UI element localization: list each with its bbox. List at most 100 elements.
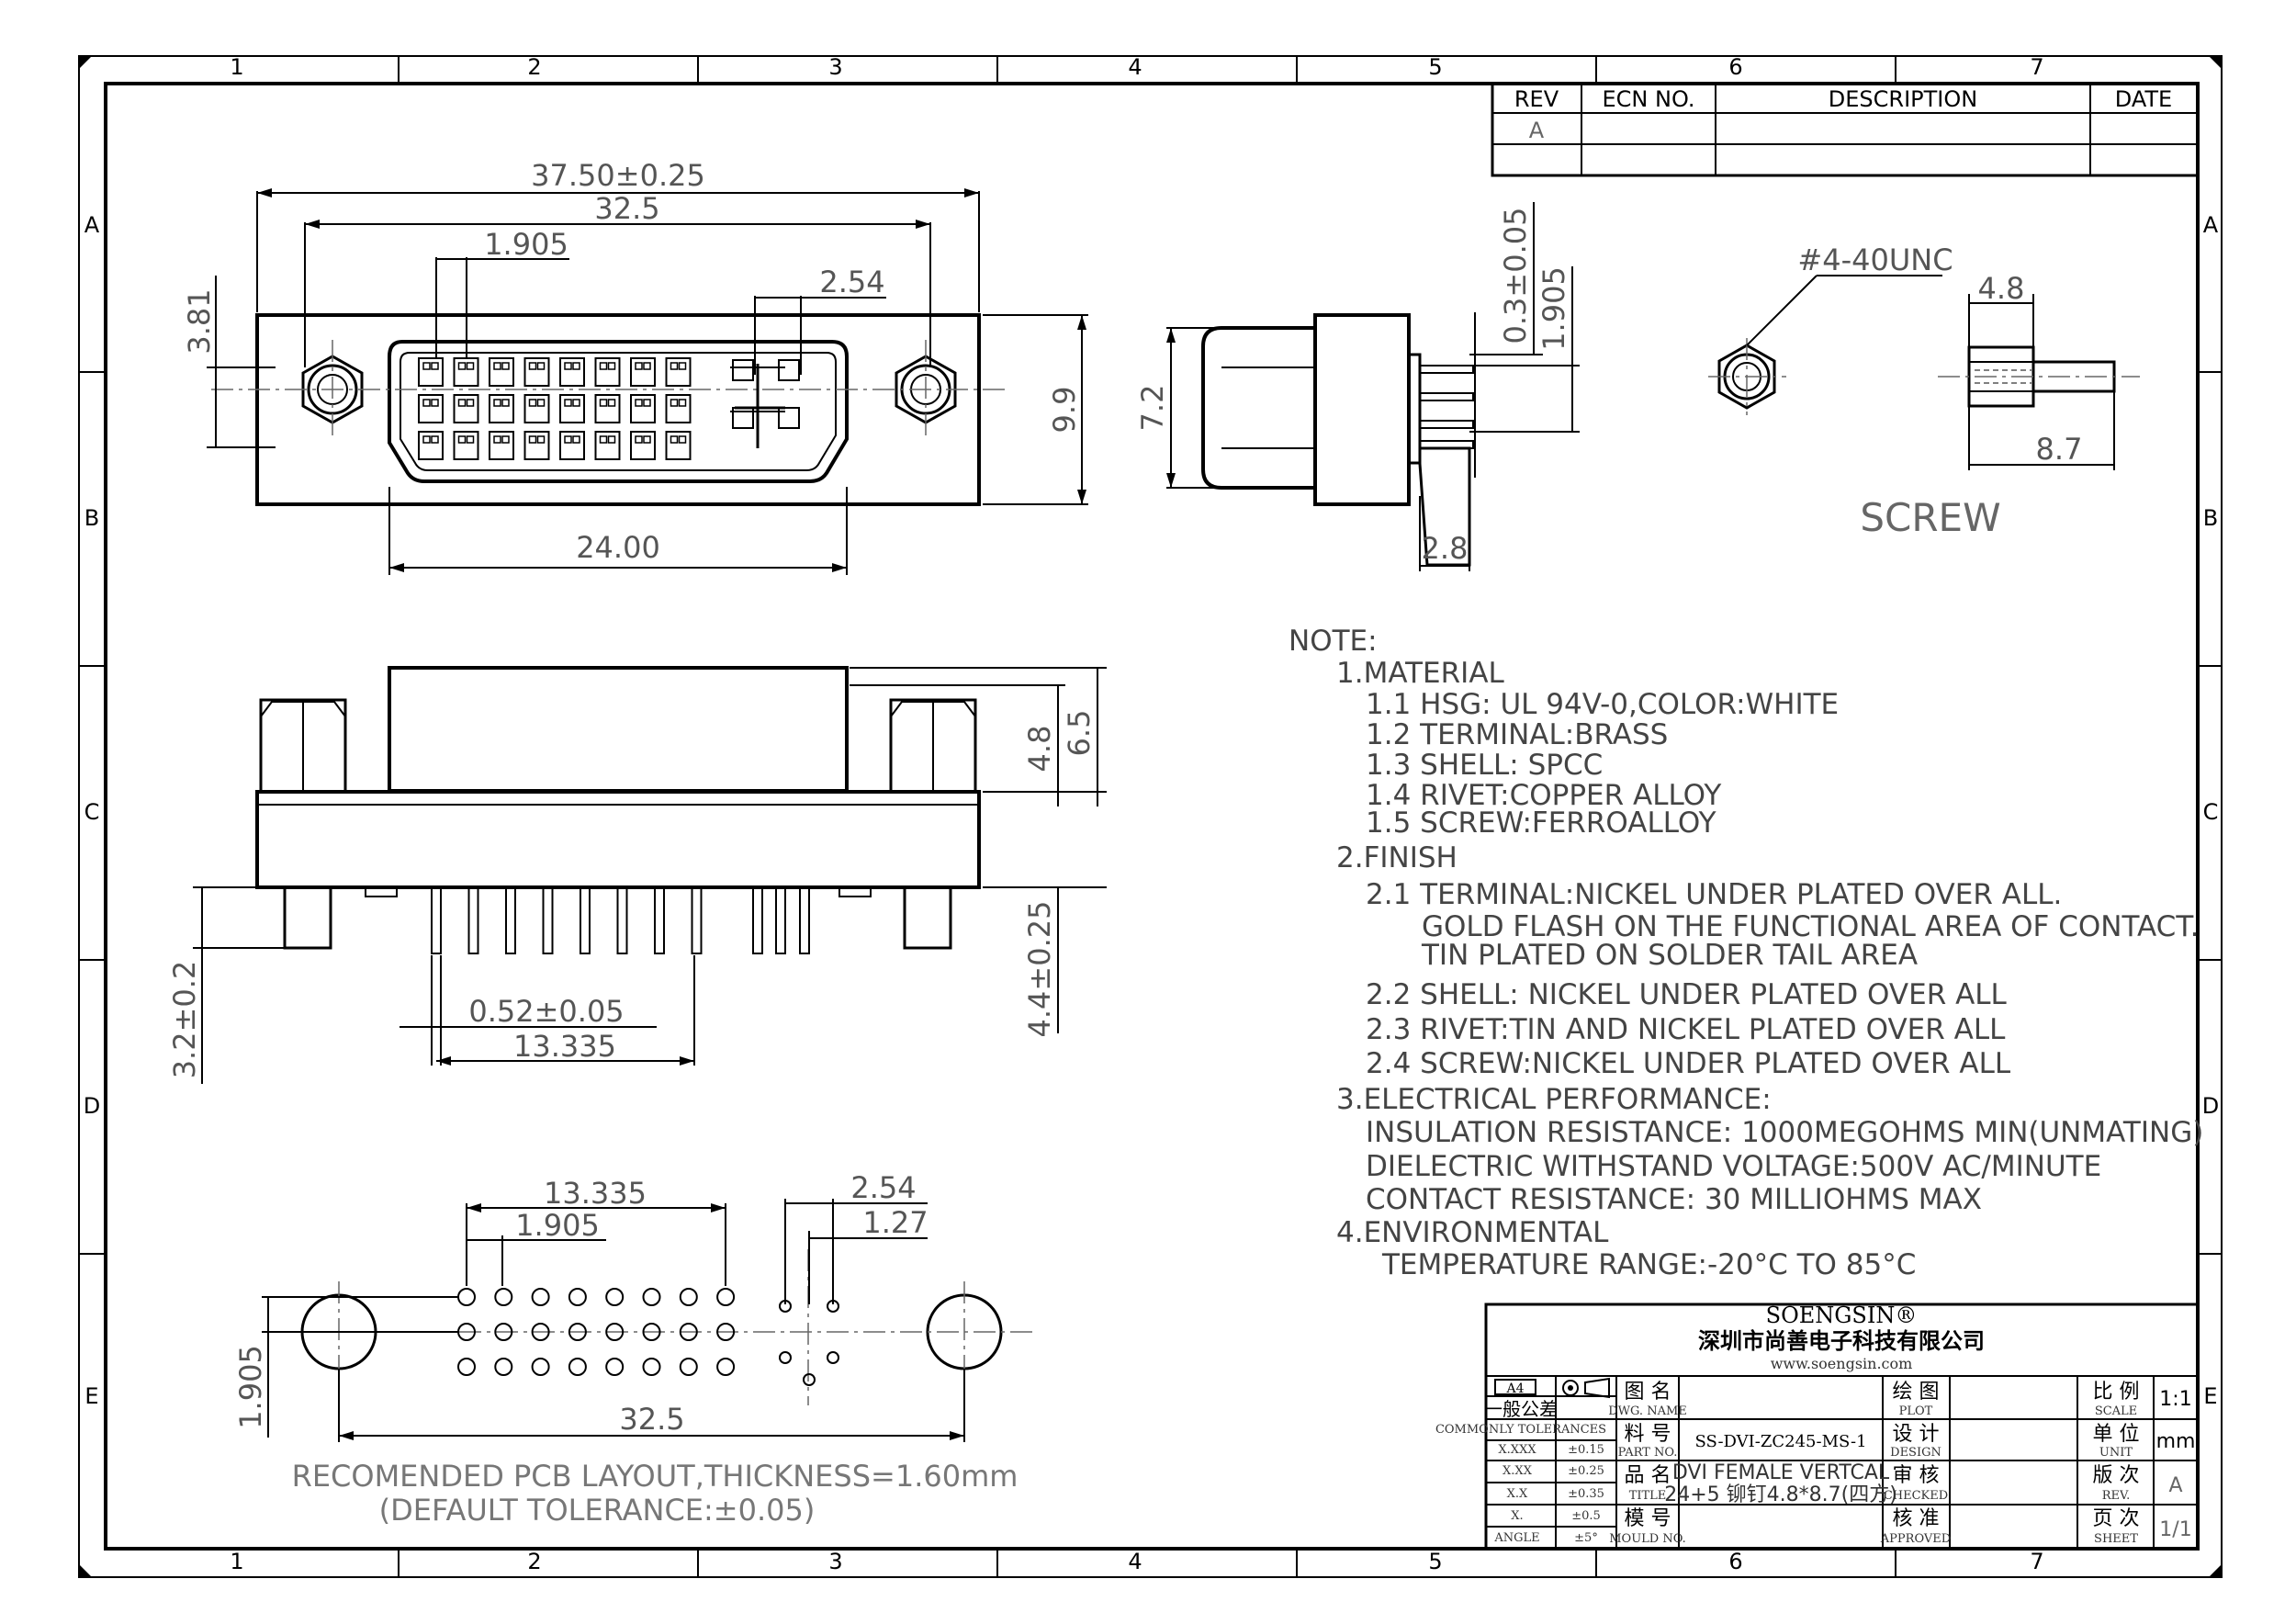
contact-cell xyxy=(635,399,643,407)
contact-cell xyxy=(635,362,643,370)
pcb-dimensions: 13.335 1.905 2.54 1.27 1.905 32.5 RECOME… xyxy=(233,1170,1018,1528)
rev-value: A xyxy=(2168,1474,2182,1497)
approved-label: 核 准 xyxy=(1893,1507,1940,1530)
rev-header: REV xyxy=(1514,86,1559,112)
col-label: 1 xyxy=(230,1549,243,1574)
checked-label-en: CHECKED xyxy=(1884,1489,1948,1503)
contact-cell xyxy=(536,399,546,407)
mould-label-en: MOULD NO. xyxy=(1609,1532,1686,1546)
tol-fmt: X.XXX xyxy=(1498,1443,1536,1457)
tail-pin xyxy=(654,886,665,954)
scale-label: 比 例 xyxy=(2093,1381,2140,1404)
col-label: 7 xyxy=(2030,54,2043,80)
dim-side-top-a: 0.3±0.05 xyxy=(1498,208,1533,344)
unit-label-en: UNIT xyxy=(2099,1446,2133,1460)
col-label: 2 xyxy=(527,54,541,80)
dim-shell-width: 24.00 xyxy=(576,530,660,565)
contact-cell xyxy=(418,394,444,423)
row-label: C xyxy=(84,799,100,825)
contact-cell xyxy=(635,435,643,444)
contact-cell xyxy=(572,362,580,370)
c-contact-cell xyxy=(732,359,754,381)
contact-cell xyxy=(594,431,621,460)
sheet-label: 页 次 xyxy=(2093,1507,2140,1530)
contact-cell xyxy=(599,435,608,444)
pcb-hole xyxy=(642,1358,661,1376)
contact-cell xyxy=(594,357,621,387)
pcb-hole xyxy=(531,1358,550,1376)
checked-label: 审 核 xyxy=(1893,1464,1940,1487)
date-header: DATE xyxy=(2115,86,2172,112)
contact-cell xyxy=(466,399,475,407)
pcb-pitch-c-small: 1.27 xyxy=(862,1205,928,1240)
dim-pin-span: 13.335 xyxy=(513,1029,616,1064)
part-no-label-en: PART NO. xyxy=(1618,1446,1678,1460)
revision-table: REV ECN NO. DESCRIPTION DATE A xyxy=(1491,82,2200,177)
col-label: 5 xyxy=(1428,54,1442,80)
col-label: 3 xyxy=(828,54,842,80)
note-line: 2.FINISH xyxy=(1336,841,1458,874)
pcb-hole xyxy=(716,1358,736,1376)
pcb-c-hole xyxy=(779,1351,792,1364)
c-contact-cell xyxy=(778,359,800,381)
general-tol: 一般公差 xyxy=(1484,1398,1558,1420)
description-header: DESCRIPTION xyxy=(1829,86,1977,112)
note-line: 1.2 TERMINAL:BRASS xyxy=(1366,718,1668,751)
col-label: 4 xyxy=(1128,1549,1142,1574)
contact-cell xyxy=(466,362,475,370)
contact-cell xyxy=(630,431,656,460)
pcb-hole xyxy=(494,1323,513,1341)
row-label: A xyxy=(84,212,100,238)
pcb-hole xyxy=(642,1288,661,1306)
contact-cell xyxy=(630,394,656,423)
pcb-caption-line2: (DEFAULT TOLERANCE:±0.05) xyxy=(379,1493,816,1528)
contact-cell xyxy=(665,394,692,423)
pcb-hole xyxy=(568,1288,587,1306)
note-line: 1.MATERIAL xyxy=(1336,657,1505,690)
tail-pin xyxy=(691,886,703,954)
col-label: 7 xyxy=(2030,1549,2043,1574)
plot-label: 绘 图 xyxy=(1893,1381,1940,1404)
contact-cell xyxy=(457,362,467,370)
approved-label-en: APPROVED xyxy=(1880,1532,1951,1546)
dwg-name-label: 图 名 xyxy=(1625,1381,1671,1404)
col-label: 2 xyxy=(527,1549,541,1574)
pcb-hole xyxy=(605,1288,625,1306)
contact-cell xyxy=(559,357,585,387)
note-line: 1.1 HSG: UL 94V-0,COLOR:WHITE xyxy=(1366,688,1839,721)
dwg-name-label-en: DWG. NAME xyxy=(1608,1404,1687,1418)
screw-thread: #4-40UNC xyxy=(1797,242,1953,277)
tail-pin xyxy=(467,886,479,954)
contact-cell xyxy=(493,399,501,407)
front-view-dimensions: 37.50±0.25 32.5 1.905 2.54 3.81 9.9 xyxy=(182,158,1088,575)
side-view xyxy=(1201,312,1476,567)
sheet-value: 1/1 xyxy=(2159,1518,2191,1541)
contact-cell xyxy=(528,435,537,444)
tol-fmt: X. xyxy=(1511,1509,1523,1523)
contact-cell xyxy=(453,394,479,423)
dim-side-height: 7.2 xyxy=(1135,385,1170,432)
title-value-line1: DVI FEMALE VERTCAL xyxy=(1672,1461,1890,1484)
screw-hex: 4.8 xyxy=(1978,271,2025,306)
col-label: 1 xyxy=(230,54,243,80)
contact-cell xyxy=(528,399,537,407)
scale-label-en: SCALE xyxy=(2095,1404,2137,1418)
contact-cell xyxy=(493,362,501,370)
notes-heading: NOTE: xyxy=(1289,625,1378,658)
bottom-view-dimensions: 4.8 6.5 4.4±0.25 3.2±0.2 0.52±0.05 13.33… xyxy=(167,667,1107,1084)
tail-pin xyxy=(616,886,628,954)
pcb-hole xyxy=(531,1288,550,1306)
col-label: 4 xyxy=(1128,54,1142,80)
row-label: B xyxy=(84,505,99,531)
dim-bottom-h-a: 4.8 xyxy=(1022,726,1057,773)
unit-label: 单 位 xyxy=(2093,1423,2140,1446)
contact-cell xyxy=(501,435,510,444)
scale-value: 1:1 xyxy=(2159,1388,2191,1411)
row-label: D xyxy=(2202,1093,2219,1119)
pcb-pitch-c: 2.54 xyxy=(850,1170,916,1205)
contact-cell xyxy=(453,357,479,387)
contact-cell xyxy=(501,399,510,407)
dim-bottom-h-b: 6.5 xyxy=(1062,710,1097,757)
contact-cell xyxy=(523,357,550,387)
